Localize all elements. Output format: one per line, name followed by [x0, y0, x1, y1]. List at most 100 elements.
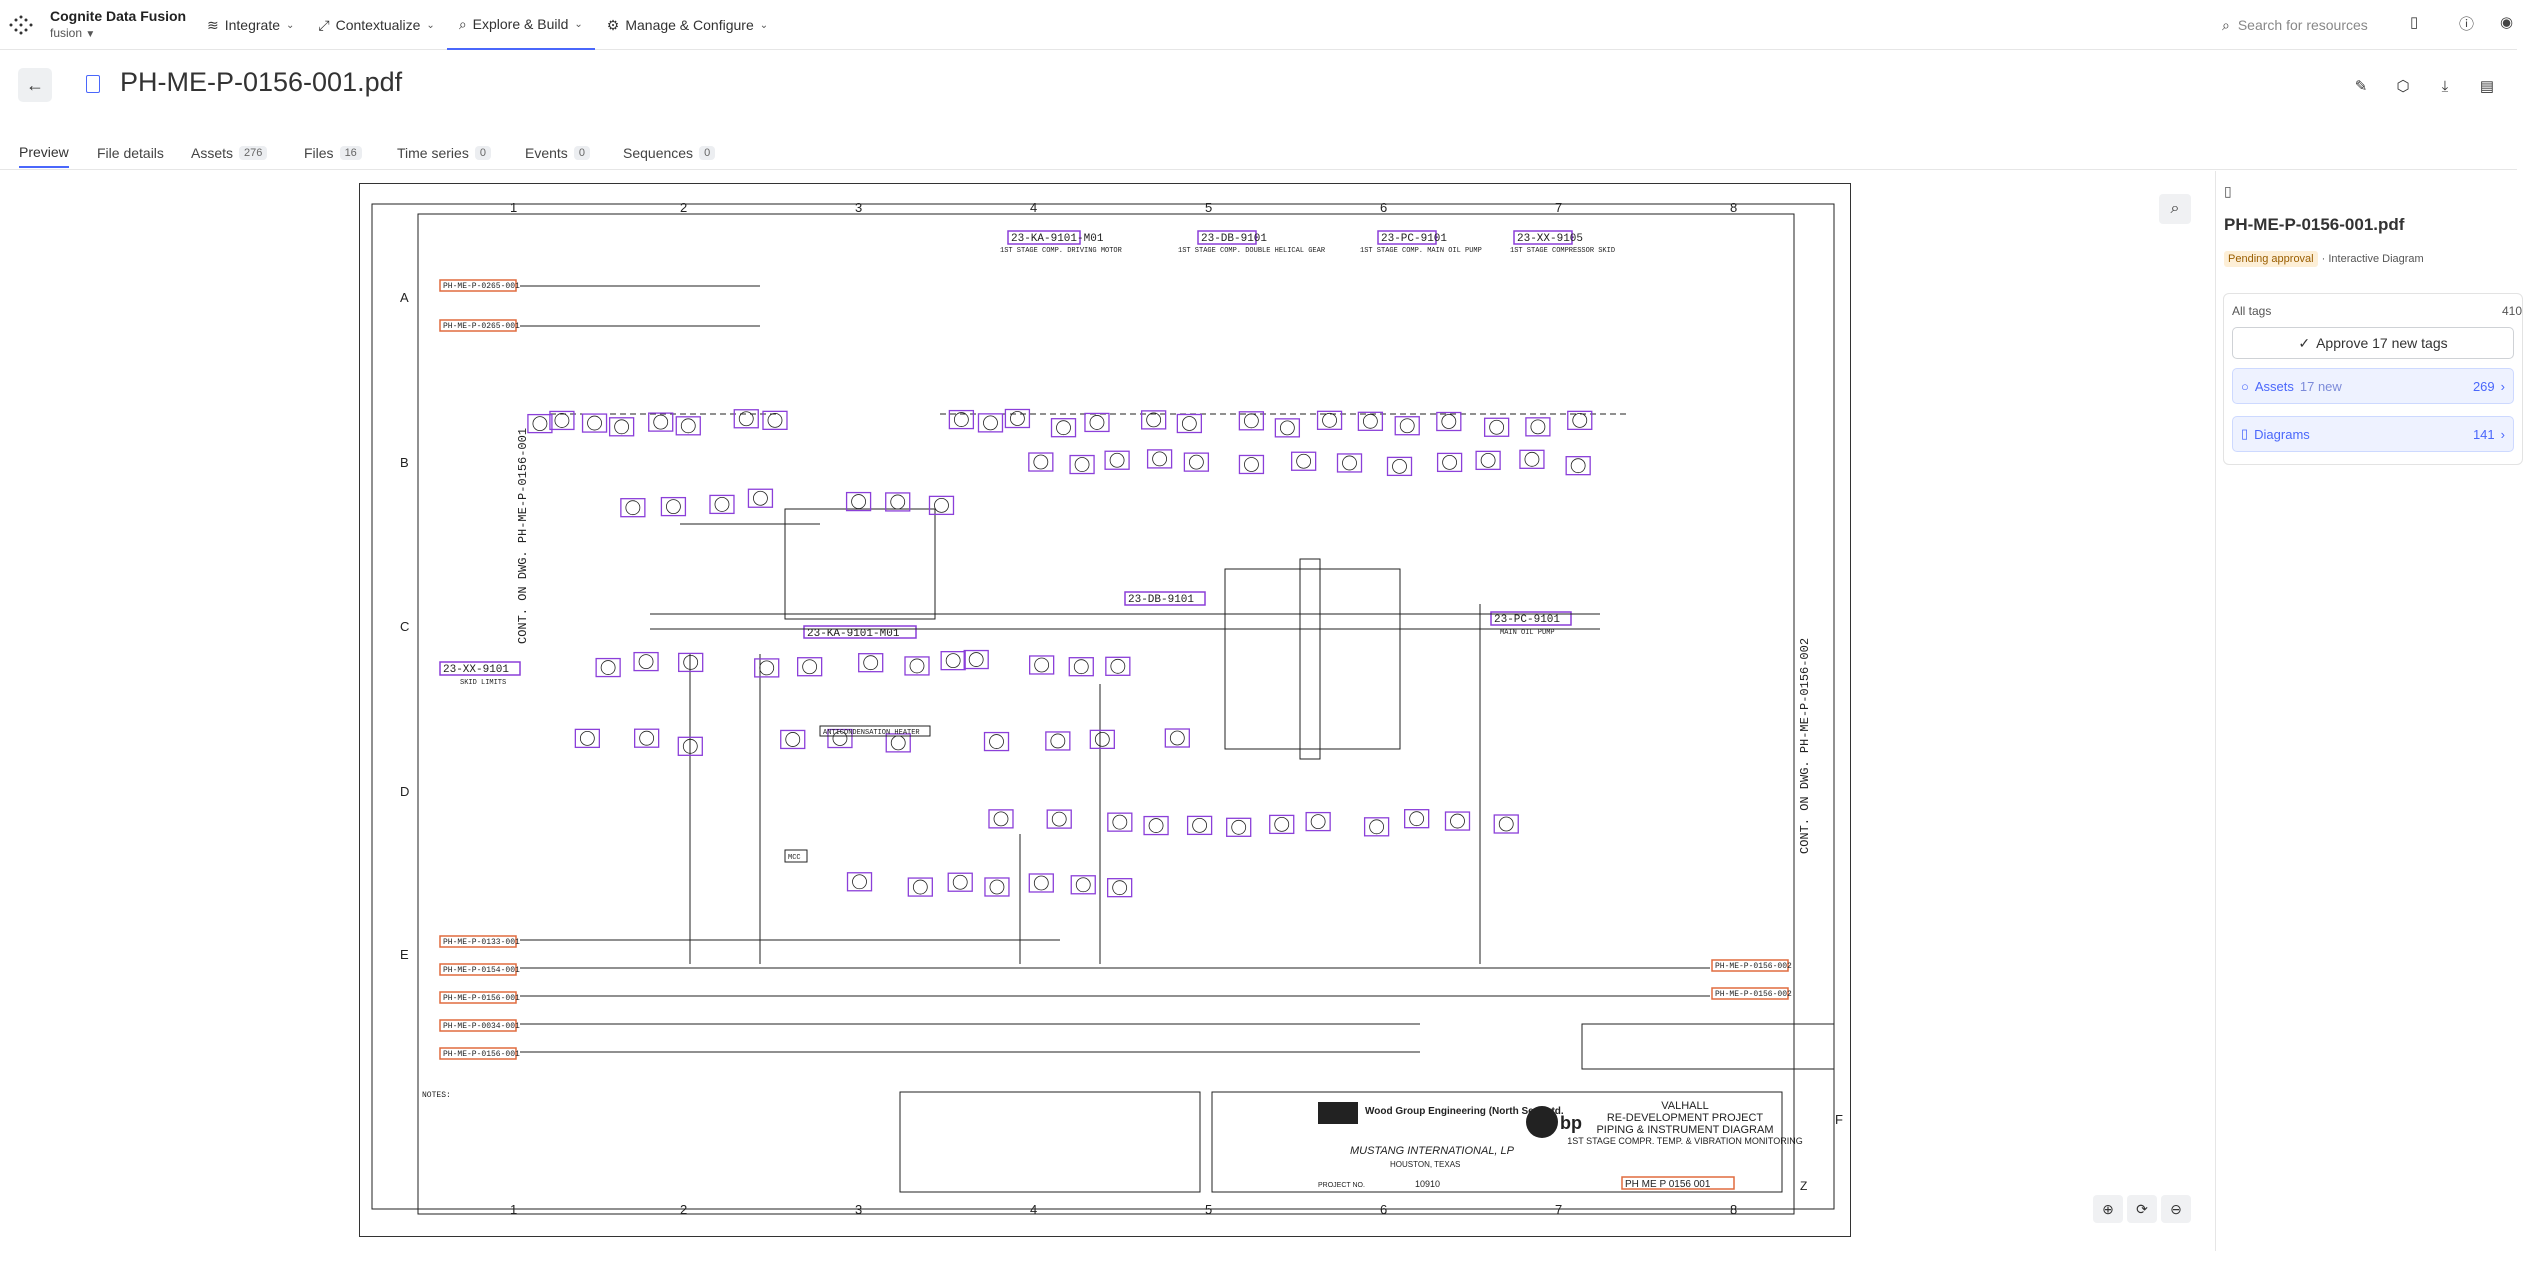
equipment-tag[interactable]: 23-PC-9101 [1494, 614, 1560, 626]
instrument-tag-box[interactable] [1029, 655, 1055, 675]
equipment-tag[interactable]: 23-DB-9101 [1128, 594, 1194, 606]
drawing-ref[interactable]: PH-ME-P-0156-002 [1715, 990, 1792, 999]
instrument-tag-box[interactable] [1089, 729, 1115, 750]
download-button[interactable]: ⤓ [2429, 71, 2461, 101]
instrument-tag-box[interactable] [1186, 815, 1213, 836]
drawing-ref[interactable]: PH-ME-P-0265-001 [443, 322, 520, 331]
zoom-in-button[interactable]: ⊕ [2093, 1195, 2123, 1223]
drawing-ref[interactable]: PH-ME-P-0265-001 [443, 282, 520, 291]
drawing-ref[interactable]: PH-ME-P-0156-001 [443, 994, 520, 1003]
instrument-tag-box[interactable] [1164, 728, 1190, 748]
equipment-tag[interactable]: 23-KA-9101-M01 [1011, 233, 1104, 245]
instrument-tag-box[interactable] [907, 877, 933, 897]
instrument-tag-box[interactable] [1483, 417, 1510, 437]
continuation-label-left[interactable]: CONT. ON DWG. PH-ME-P-0156-001 [516, 428, 530, 644]
back-button[interactable]: ← [18, 68, 52, 102]
edit-button[interactable]: ✎ [2345, 71, 2377, 101]
instrument-tag-box[interactable] [1336, 453, 1363, 473]
global-search[interactable]: ⌕Search for resources [2222, 12, 2368, 38]
equipment-tag[interactable]: 23-PC-9101 [1381, 233, 1447, 245]
search-in-diagram-button[interactable]: ⌕ [2159, 194, 2191, 224]
instrument-tag-box[interactable] [885, 733, 911, 753]
instrument-tag-box[interactable] [648, 412, 674, 432]
drawing-ref[interactable]: PH-ME-P-0154-001 [443, 966, 520, 975]
cognite-logo-icon[interactable] [8, 14, 36, 36]
nav-integrate[interactable]: ≋Integrate⌄ [195, 0, 306, 50]
instrument-tag-box[interactable] [940, 650, 966, 671]
project-selector[interactable]: fusion ▼ [50, 24, 186, 44]
instrument-tag-box[interactable] [827, 728, 853, 749]
more-button[interactable]: ▤ [2471, 71, 2503, 101]
instrument-tag-box[interactable] [1045, 731, 1071, 751]
instrument-tag-box[interactable] [633, 651, 659, 672]
instrument-tag-box[interactable] [1565, 456, 1591, 476]
instrument-tag-box[interactable] [1084, 412, 1110, 433]
instrument-tag-box[interactable] [1183, 452, 1210, 472]
drawing-ref[interactable]: PH-ME-P-0156-002 [1715, 962, 1792, 971]
drawing-number[interactable]: PH ME P 0156 001 [1625, 1179, 1711, 1190]
equipment-tag[interactable]: 23-DB-9101 [1201, 233, 1267, 245]
instrument-tag-box[interactable] [983, 731, 1010, 752]
instrument-tag-box[interactable] [1386, 456, 1413, 477]
instrument-tag-box[interactable] [1436, 452, 1463, 473]
instrument-tag-box[interactable] [845, 491, 872, 512]
instrument-tag-box[interactable] [709, 494, 735, 515]
instrument-tag-box[interactable] [1107, 812, 1133, 832]
instrument-tag-box[interactable] [1046, 809, 1072, 829]
tab-preview[interactable]: Preview [19, 138, 69, 168]
instrument-tag-box[interactable] [780, 729, 806, 750]
instrument-tag-box[interactable] [634, 728, 660, 748]
instrument-tag-box[interactable] [947, 872, 973, 892]
instrument-tag-box[interactable] [595, 657, 621, 678]
instrument-tag-box[interactable] [754, 658, 780, 678]
instrument-tag-box[interactable] [1028, 452, 1054, 472]
instrument-tag-box[interactable] [1238, 411, 1265, 431]
instrument-tag-box[interactable] [885, 492, 911, 512]
instrument-tag-box[interactable] [581, 413, 608, 433]
instrument-tag-box[interactable] [1525, 417, 1551, 437]
instrument-tag-box[interactable] [660, 496, 687, 517]
instrument-tag-box[interactable] [1004, 408, 1031, 429]
instrument-tag-box[interactable] [1068, 657, 1094, 677]
instrument-tag-box[interactable] [678, 652, 704, 673]
instrument-tag-box[interactable] [1107, 878, 1133, 898]
instrument-tag-box[interactable] [1069, 454, 1095, 475]
instrument-tag-box[interactable] [620, 498, 646, 518]
instrument-tag-box[interactable] [988, 809, 1014, 829]
instrument-tag-box[interactable] [1105, 656, 1131, 676]
instrument-tag-box[interactable] [1146, 449, 1173, 469]
instrument-tag-box[interactable] [527, 413, 553, 434]
instrument-tag-box[interactable] [1226, 817, 1252, 837]
instrument-tag-box[interactable] [1143, 815, 1169, 836]
instrument-tag-box[interactable] [1493, 814, 1519, 834]
nav-explore-build[interactable]: ⌕Explore & Build⌄ [446, 0, 595, 50]
drawing-ref[interactable]: PH-ME-P-0034-001 [443, 1022, 520, 1031]
instrument-tag-box[interactable] [1444, 811, 1471, 831]
instrument-tag-box[interactable] [608, 417, 635, 437]
instrument-tag-box[interactable] [1305, 811, 1331, 832]
instrument-tag-box[interactable] [549, 410, 575, 431]
reset-zoom-button[interactable]: ⟳ [2127, 1195, 2157, 1223]
notes-icon[interactable]: ▯ [2410, 14, 2419, 31]
pid-drawing[interactable]: 1 2 3 4 5 6 7 8 1 2 3 4 5 6 7 8 A B C D … [359, 183, 1851, 1237]
instrument-tag-box[interactable] [1104, 450, 1130, 470]
instrument-tag-box[interactable] [1394, 416, 1420, 436]
instrument-tag-box[interactable] [574, 728, 600, 749]
zoom-out-button[interactable]: ⊖ [2161, 1195, 2191, 1223]
brand[interactable]: Cognite Data Fusion fusion ▼ [50, 8, 186, 44]
instrument-tag-box[interactable] [904, 656, 930, 676]
instrument-tag-box[interactable] [1028, 873, 1054, 893]
search-input[interactable]: Search for resources [2237, 17, 2368, 33]
instrument-tag-box[interactable] [1050, 418, 1077, 438]
instrument-tag-box[interactable] [677, 736, 703, 756]
instrument-tag-box[interactable] [846, 872, 873, 892]
3d-button[interactable]: ⬡ [2387, 71, 2419, 101]
instrument-tag-box[interactable] [977, 413, 1004, 433]
instrument-tag-box[interactable] [762, 410, 788, 431]
instrument-tag-box[interactable] [675, 416, 701, 436]
instrument-tag-box[interactable] [733, 409, 759, 429]
